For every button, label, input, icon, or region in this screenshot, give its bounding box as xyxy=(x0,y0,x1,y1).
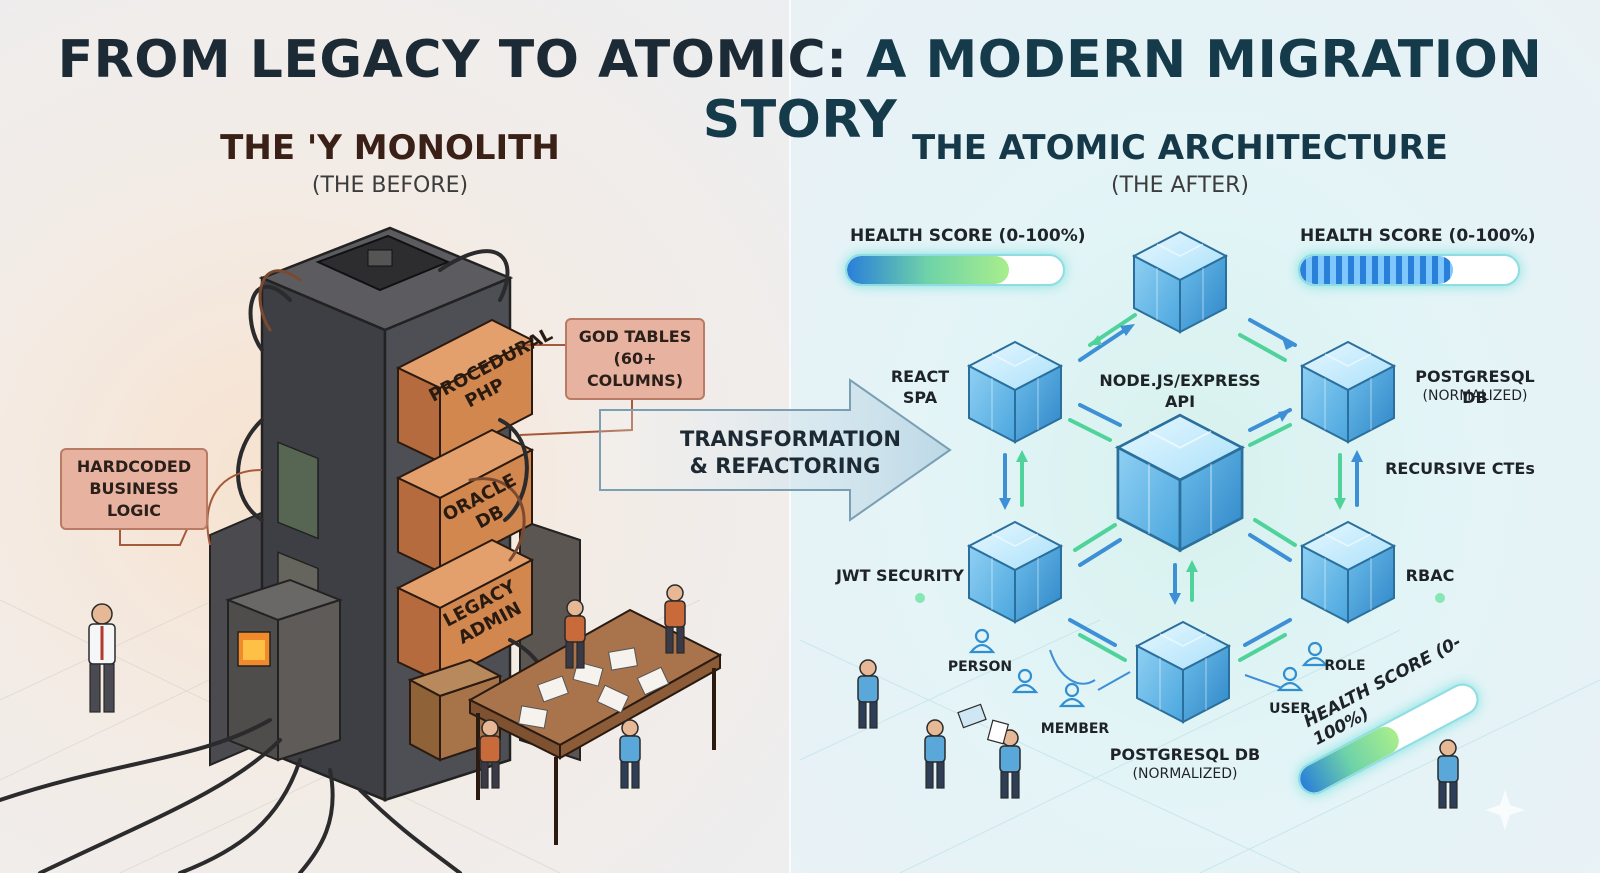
user-icon xyxy=(1277,666,1303,692)
before-caption: (THE BEFORE) xyxy=(311,173,469,198)
health-score-label-2: HEALTH SCORE (0-100%) xyxy=(1300,226,1536,246)
health-bar-1 xyxy=(845,254,1065,286)
transformation-arrow xyxy=(599,378,952,522)
health-bar-2 xyxy=(1298,254,1520,286)
legacy-desk xyxy=(467,608,723,845)
title-part-legacy: FROM LEGACY TO ATOMIC: xyxy=(57,30,848,90)
developer-4 xyxy=(619,719,641,789)
team-member-1 xyxy=(857,659,879,729)
health-bar-1-fill xyxy=(847,256,1009,284)
label-rbac: RBAC xyxy=(1405,566,1455,585)
label-postgres-bottom-sub: (NORMALIZED) xyxy=(1132,766,1238,782)
monolith-tower xyxy=(0,226,581,873)
stressed-manager xyxy=(88,603,116,713)
label-jwt-security: JWT SECURITY xyxy=(835,566,965,585)
label-react-spa: REACT SPA xyxy=(890,367,950,407)
label-recursive-ctes: RECURSIVE CTEs xyxy=(1385,459,1535,478)
person-icon xyxy=(969,628,995,654)
label-postgres-bottom: POSTGRESQL DB xyxy=(1109,745,1261,764)
monolith-heading: THE 'Y MONOLITH xyxy=(220,128,560,168)
team-member-2 xyxy=(924,719,946,789)
label-person: PERSON xyxy=(947,659,1013,675)
label-postgres-top-sub: (NORMALIZED) xyxy=(1422,388,1528,404)
cube-jwt-security xyxy=(968,521,1062,623)
label-role: ROLE xyxy=(1324,658,1366,674)
cube-core-api xyxy=(1116,413,1244,552)
page-title: FROM LEGACY TO ATOMIC: A MODERN MIGRATIO… xyxy=(0,30,1600,150)
after-caption: (THE AFTER) xyxy=(1111,173,1249,198)
developer-3 xyxy=(479,719,501,789)
health-bar-2-fill xyxy=(1300,256,1453,284)
atomic-heading: THE ATOMIC ARCHITECTURE xyxy=(912,128,1448,168)
cube-top xyxy=(1133,231,1227,333)
cube-rbac xyxy=(1301,521,1395,623)
label-user: USER xyxy=(1269,701,1311,717)
member-icon xyxy=(1059,682,1085,708)
transformation-label: TRANSFORMATION & REFACTORING xyxy=(680,427,901,478)
cube-react-spa xyxy=(968,341,1062,443)
team-member-4 xyxy=(1437,739,1459,809)
tag-hardcoded-logic: HARDCODED BUSINESS LOGIC xyxy=(60,448,208,530)
title-part-migration: A MODERN MIGRATION STORY xyxy=(702,30,1543,150)
person-icon-2 xyxy=(1012,668,1038,694)
tag-god-tables: GOD TABLES (60+ COLUMNS) xyxy=(565,318,705,400)
health-score-label-1: HEALTH SCORE (0-100%) xyxy=(850,226,1086,246)
cube-postgres-top xyxy=(1301,341,1395,443)
label-postgres-top: POSTGRESQL DB xyxy=(1415,367,1535,407)
cube-postgres-bottom xyxy=(1136,621,1230,723)
label-member: MEMBER xyxy=(1040,721,1110,737)
label-node-api: NODE.JS/EXPRESS API xyxy=(1099,371,1261,411)
